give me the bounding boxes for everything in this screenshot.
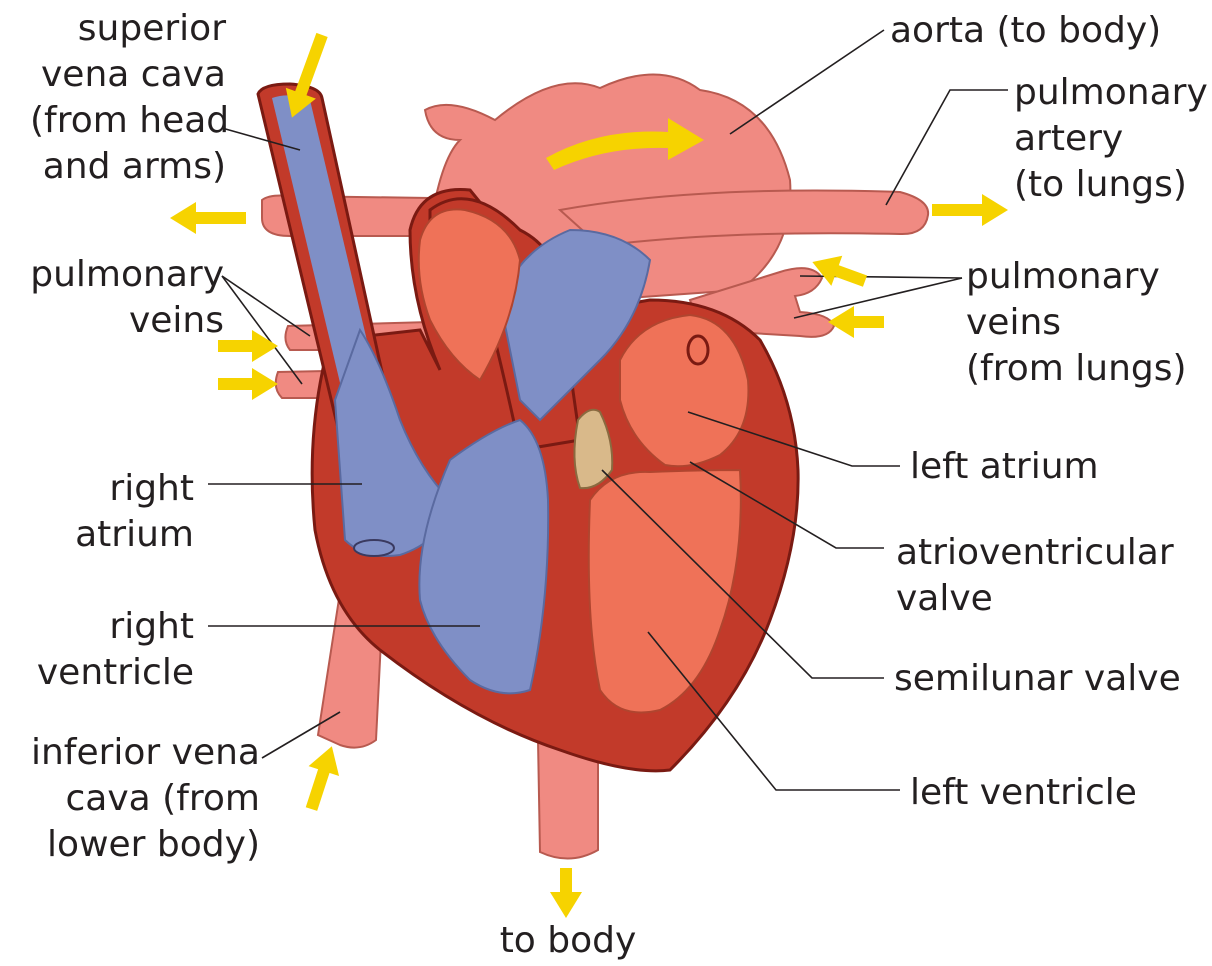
label-line: semilunar valve — [894, 656, 1181, 702]
label-line: cava (from — [4, 776, 260, 822]
label-line: (from lungs) — [966, 346, 1187, 392]
label-pulmonary-artery: pulmonary artery (to lungs) — [1014, 70, 1208, 208]
label-line: aorta (to body) — [890, 8, 1161, 54]
label-line: artery — [1014, 116, 1208, 162]
blood-flow-arrow-icon — [218, 330, 278, 362]
label-line: and arms) — [30, 144, 226, 190]
blood-flow-arrow-icon — [218, 368, 278, 400]
right-atrium-valve-opening — [354, 540, 394, 556]
label-inferior-vena-cava: inferior vena cava (from lower body) — [4, 730, 260, 868]
pulmonary-vein-opening — [688, 336, 708, 364]
label-superior-vena-cava: superior vena cava (from head and arms) — [30, 6, 226, 190]
label-line: (to lungs) — [1014, 162, 1208, 208]
blood-flow-arrow-icon — [550, 868, 582, 918]
label-line: vena cava — [30, 52, 226, 98]
blood-flow-arrow-icon — [828, 306, 884, 338]
label-line: (from head — [30, 98, 226, 144]
label-right-ventricle: right ventricle — [10, 604, 194, 696]
label-line: pulmonary — [966, 254, 1187, 300]
label-pulmonary-veins-left: pulmonary veins — [10, 252, 224, 344]
label-left-atrium: left atrium — [910, 444, 1099, 490]
blood-flow-arrow-icon — [932, 194, 1008, 226]
leader-pulmonary-veins-left-1 — [222, 276, 310, 336]
label-to-body: to body — [480, 918, 656, 964]
label-line: right — [20, 466, 194, 512]
label-pulmonary-veins-right: pulmonary veins (from lungs) — [966, 254, 1187, 392]
blood-flow-arrow-icon — [296, 741, 347, 814]
label-line: inferior vena — [4, 730, 260, 776]
label-left-ventricle: left ventricle — [910, 770, 1137, 816]
leader-pulmonary-artery — [886, 90, 1008, 205]
leader-aorta — [730, 30, 884, 134]
blood-flow-arrow-icon — [170, 202, 246, 234]
label-line: left atrium — [910, 444, 1099, 490]
label-line: atrium — [20, 512, 194, 558]
label-line: atrioventricular — [896, 530, 1174, 576]
label-semilunar-valve: semilunar valve — [894, 656, 1181, 702]
label-aorta: aorta (to body) — [890, 8, 1161, 54]
label-line: veins — [10, 298, 224, 344]
label-atrioventricular-valve: atrioventricular valve — [896, 530, 1174, 622]
label-line: pulmonary — [1014, 70, 1208, 116]
label-line: left ventricle — [910, 770, 1137, 816]
label-right-atrium: right atrium — [20, 466, 194, 558]
label-line: valve — [896, 576, 1174, 622]
label-line: to body — [480, 918, 656, 964]
label-line: right — [10, 604, 194, 650]
label-line: pulmonary — [10, 252, 224, 298]
label-line: superior — [30, 6, 226, 52]
label-line: veins — [966, 300, 1187, 346]
label-line: ventricle — [10, 650, 194, 696]
label-line: lower body) — [4, 822, 260, 868]
